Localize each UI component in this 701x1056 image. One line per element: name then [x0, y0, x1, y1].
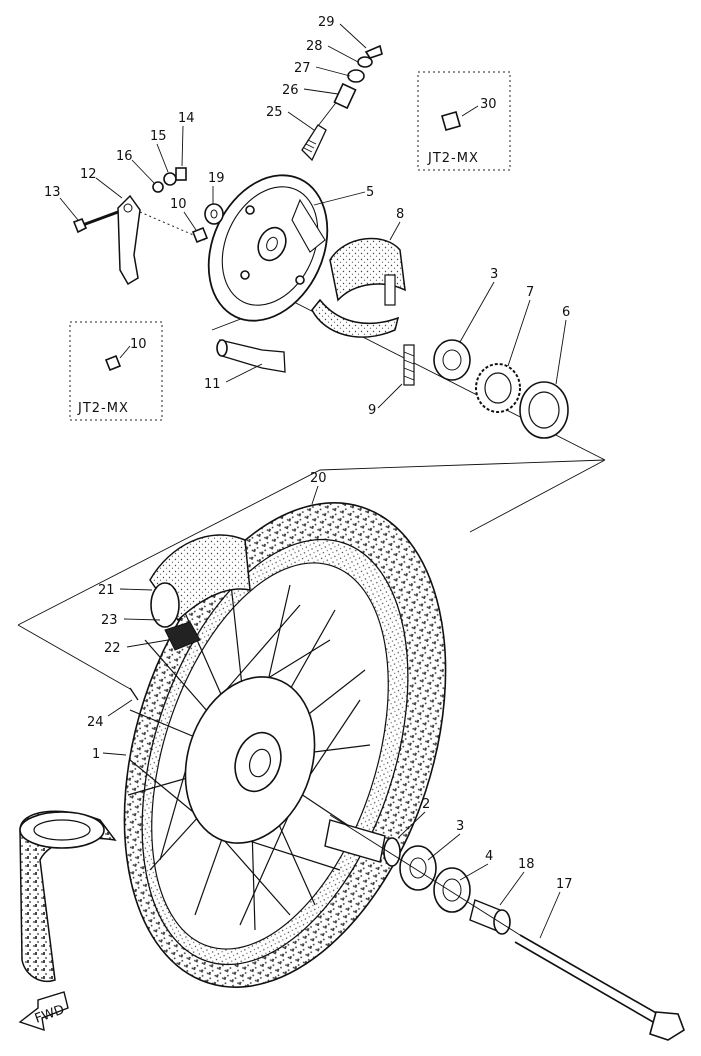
spring-9: [403, 344, 415, 386]
callout-7: 7: [526, 285, 534, 300]
callout-10-lower: 10: [130, 337, 147, 352]
bolt-13: [72, 217, 88, 234]
callout-12: 12: [80, 167, 97, 182]
callout-6: 6: [562, 305, 570, 320]
callout-29: 29: [318, 15, 335, 30]
brake-shoe-8-upper: [329, 237, 406, 302]
callout-14: 14: [178, 111, 195, 126]
variant-box-top-right: 30 JT2-MX: [417, 71, 511, 171]
callout-16: 16: [116, 149, 133, 164]
lower-callouts: 20 21 23 22 24 1 2 3 4 18 17: [87, 471, 573, 939]
spoke-nipple-24: [129, 687, 139, 701]
callout-1: 1: [92, 747, 100, 762]
shoe-spring: [384, 274, 396, 306]
callout-21: 21: [98, 583, 115, 598]
callout-4: 4: [485, 849, 493, 864]
part-30-icon: [441, 111, 461, 131]
tube-end: [150, 582, 180, 628]
axle-17: [519, 934, 666, 1019]
nut-14: [175, 167, 187, 181]
assembly-outline-left: [17, 624, 133, 691]
callout-19: 19: [208, 171, 225, 186]
fwd-arrow-icon: FWD: [18, 991, 69, 1032]
hub-bore-inner: [248, 748, 272, 778]
variant-label-top-right: JT2-MX: [427, 151, 479, 166]
callout-23: 23: [101, 613, 118, 628]
washer-15: [163, 172, 177, 186]
brake-shoe-8-lower: [311, 298, 400, 338]
spacer-2: [324, 819, 386, 863]
nut-10-variant-icon: [104, 354, 122, 372]
rim-band: [164, 621, 201, 651]
callout-3-lower: 3: [456, 819, 464, 834]
callout-5: 5: [366, 185, 374, 200]
callout-9: 9: [368, 403, 376, 418]
callout-28: 28: [306, 39, 323, 54]
callout-15: 15: [150, 129, 167, 144]
callout-18: 18: [518, 857, 535, 872]
bushing-26: [333, 82, 357, 110]
washer-16: [152, 181, 164, 193]
nut-10: [191, 226, 209, 244]
upper-callouts: 29 28 27 26 25 14 15 16 12 13 19 10 5 8 …: [44, 15, 570, 418]
callout-3-upper: 3: [490, 267, 498, 282]
wheel-assembly: FWD: [17, 459, 685, 1041]
callout-22: 22: [104, 641, 121, 656]
callout-25: 25: [266, 105, 283, 120]
variant-box-left: 10 JT2-MX: [69, 321, 163, 421]
callout-26: 26: [282, 83, 299, 98]
callout-13: 13: [44, 185, 61, 200]
callout-24: 24: [87, 715, 104, 730]
callout-30: 30: [480, 97, 497, 112]
callout-11: 11: [204, 377, 221, 392]
callout-27: 27: [294, 61, 311, 76]
brake-lever-12: [117, 194, 141, 286]
washer-27: [347, 69, 365, 83]
callout-17: 17: [556, 877, 573, 892]
callout-20: 20: [310, 471, 327, 486]
callout-10-upper: 10: [170, 197, 187, 212]
speedometer-drive: [301, 44, 383, 162]
axle-head: [649, 1011, 685, 1041]
variant-label-left: JT2-MX: [77, 401, 129, 416]
callout-2: 2: [422, 797, 430, 812]
brake-assembly: [72, 44, 606, 461]
seal-29: [364, 44, 383, 59]
camshaft-11: [219, 339, 286, 373]
callout-8: 8: [396, 207, 404, 222]
assembly-outline-upper: [17, 459, 606, 626]
